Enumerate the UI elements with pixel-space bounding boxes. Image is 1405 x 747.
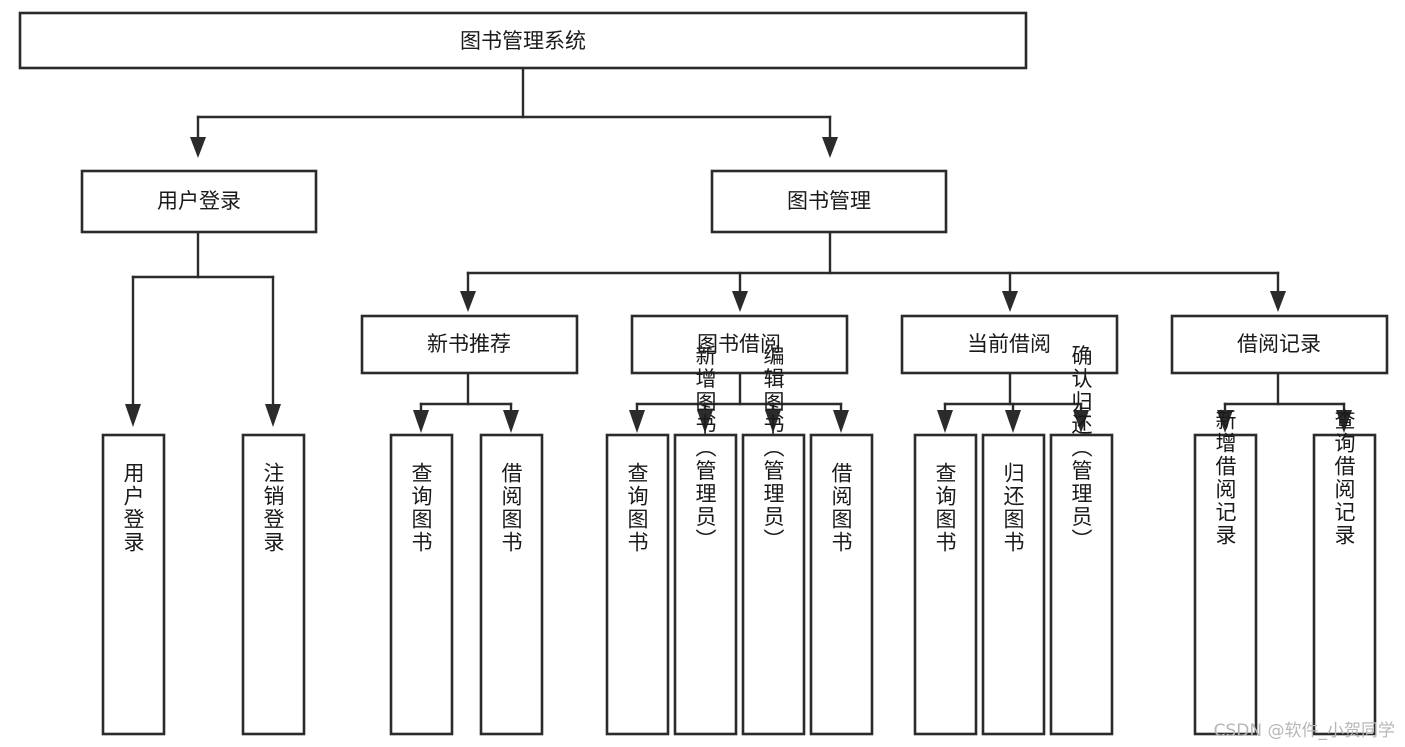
node-book-management-label: 图书管理 <box>787 189 871 213</box>
connector-group-user-login <box>125 230 281 427</box>
node-new-book-recommend-label: 新书推荐 <box>427 332 511 356</box>
connector-group-current-borrow-leaves <box>937 371 1089 433</box>
node-user-login-label: 用户登录 <box>157 189 241 213</box>
node-book-borrow[interactable]: 图书借阅 <box>630 314 849 375</box>
leaf-nb-query-book-label: 查询图书 <box>409 462 433 554</box>
leaf-bb-query-book-box[interactable] <box>605 433 670 736</box>
arrowhead-borrow-record <box>1270 291 1286 312</box>
leaf-cb-confirm-return-label: 确认归还（管理员） <box>1069 345 1093 552</box>
leaf-bb-edit-book-label: 编辑图书（管理员） <box>761 345 785 552</box>
leaf-node-cb-query-book[interactable]: 查询图书 <box>913 433 978 736</box>
node-root-system[interactable]: 图书管理系统 <box>18 11 1028 70</box>
leaf-br-query-record-label: 查询借阅记录 <box>1332 409 1356 547</box>
arrowhead-br-leaf-1 <box>1217 410 1233 433</box>
leaf-cb-return-book-label: 归还图书 <box>1001 462 1025 554</box>
leaf-nb-borrow-book-label: 借阅图书 <box>499 462 523 554</box>
arrowhead-cb-leaf-1 <box>937 410 953 433</box>
leaf-bb-edit-book-box[interactable] <box>741 433 806 736</box>
arrowhead-leaf-logout <box>265 404 281 427</box>
arrowhead-book-borrow <box>732 291 748 312</box>
leaf-br-add-record-box[interactable] <box>1193 433 1258 736</box>
leaf-bb-borrow-book-box[interactable] <box>809 433 874 736</box>
leaf-node-br-query-record[interactable]: 查询借阅记录 <box>1312 409 1377 736</box>
connector-group-book-mgmt <box>460 230 1286 312</box>
leaf-cb-query-book-box[interactable] <box>913 433 978 736</box>
leaf-nb-borrow-book-box[interactable] <box>479 433 544 736</box>
arrowhead-bb-leaf-3 <box>765 410 781 433</box>
node-root-label: 图书管理系统 <box>460 29 586 53</box>
leaf-logout-label: 注销登录 <box>261 462 285 554</box>
node-borrow-record-label: 借阅记录 <box>1237 332 1321 356</box>
arrowhead-nb-leaf-2 <box>503 410 519 433</box>
arrowhead-current-borrow <box>1002 291 1018 312</box>
arrowhead-nb-leaf-1 <box>413 410 429 433</box>
node-user-login-box[interactable] <box>80 169 318 234</box>
leaf-node-cb-confirm-return[interactable]: 确认归还（管理员） <box>1049 345 1114 736</box>
leaf-br-query-record-box[interactable] <box>1312 433 1377 736</box>
leaf-node-bb-query-book[interactable]: 查询图书 <box>605 433 670 736</box>
arrowhead-user-login <box>190 137 206 158</box>
csdn-watermark: CSDN @软件_小贺同学 <box>1213 721 1395 741</box>
leaf-cb-return-book-box[interactable] <box>981 433 1046 736</box>
leaf-node-cb-return-book[interactable]: 归还图书 <box>981 433 1046 736</box>
node-book-management-box[interactable] <box>710 169 948 234</box>
leaf-node-br-add-record[interactable]: 新增借阅记录 <box>1193 409 1258 736</box>
leaf-cb-confirm-return-box[interactable] <box>1049 433 1114 736</box>
connector-group-new-book-leaves <box>413 371 519 433</box>
node-book-borrow-label: 图书借阅 <box>697 332 781 356</box>
leaf-node-nb-borrow-book[interactable]: 借阅图书 <box>479 433 544 736</box>
leaf-bb-add-book-label: 新增图书（管理员） <box>693 345 717 552</box>
arrowhead-leaf-user-login <box>125 404 141 427</box>
leaf-cb-query-book-label: 查询图书 <box>933 462 957 554</box>
node-new-book-recommend[interactable]: 新书推荐 <box>360 314 579 375</box>
leaf-nb-query-book-box[interactable] <box>389 433 454 736</box>
arrowhead-book-mgmt <box>822 137 838 158</box>
arrowhead-br-leaf-2 <box>1336 410 1352 433</box>
leaf-logout-box[interactable] <box>241 433 306 736</box>
node-book-management[interactable]: 图书管理 <box>710 169 948 234</box>
arrowhead-cb-leaf-2 <box>1005 410 1021 433</box>
leaf-node-bb-borrow-book[interactable]: 借阅图书 <box>809 433 874 736</box>
leaf-node-bb-add-book[interactable]: 新增图书（管理员） <box>673 345 738 736</box>
node-current-borrow[interactable]: 当前借阅 <box>900 314 1119 375</box>
leaf-user-login-label: 用户登录 <box>121 462 145 554</box>
connector-group-book-borrow-leaves <box>629 371 849 433</box>
leaf-bb-add-book-box[interactable] <box>673 433 738 736</box>
leaf-node-nb-query-book[interactable]: 查询图书 <box>389 433 454 736</box>
leaf-br-add-record-label: 新增借阅记录 <box>1213 409 1237 547</box>
node-new-book-recommend-box[interactable] <box>360 314 579 375</box>
node-user-login[interactable]: 用户登录 <box>80 169 318 234</box>
node-borrow-record[interactable]: 借阅记录 <box>1170 314 1389 375</box>
leaf-node-logout[interactable]: 注销登录 <box>241 433 306 736</box>
node-current-borrow-label: 当前借阅 <box>967 332 1051 356</box>
connector-group-root <box>190 66 838 158</box>
arrowhead-cb-leaf-3 <box>1073 410 1089 433</box>
connector-group-borrow-record-leaves <box>1217 371 1352 433</box>
node-borrow-record-box[interactable] <box>1170 314 1389 375</box>
leaf-bb-borrow-book-label: 借阅图书 <box>829 462 853 554</box>
leaf-node-bb-edit-book[interactable]: 编辑图书（管理员） <box>741 345 806 736</box>
arrowhead-new-book <box>460 291 476 312</box>
arrowhead-bb-leaf-2 <box>697 410 713 433</box>
arrowhead-bb-leaf-1 <box>629 410 645 433</box>
node-root-box[interactable] <box>18 11 1028 70</box>
leaf-user-login-box[interactable] <box>101 433 166 736</box>
node-book-borrow-box[interactable] <box>630 314 849 375</box>
arrowhead-bb-leaf-4 <box>833 410 849 433</box>
node-current-borrow-box[interactable] <box>900 314 1119 375</box>
leaf-bb-query-book-label: 查询图书 <box>625 462 649 554</box>
leaf-node-user-login[interactable]: 用户登录 <box>101 433 166 736</box>
